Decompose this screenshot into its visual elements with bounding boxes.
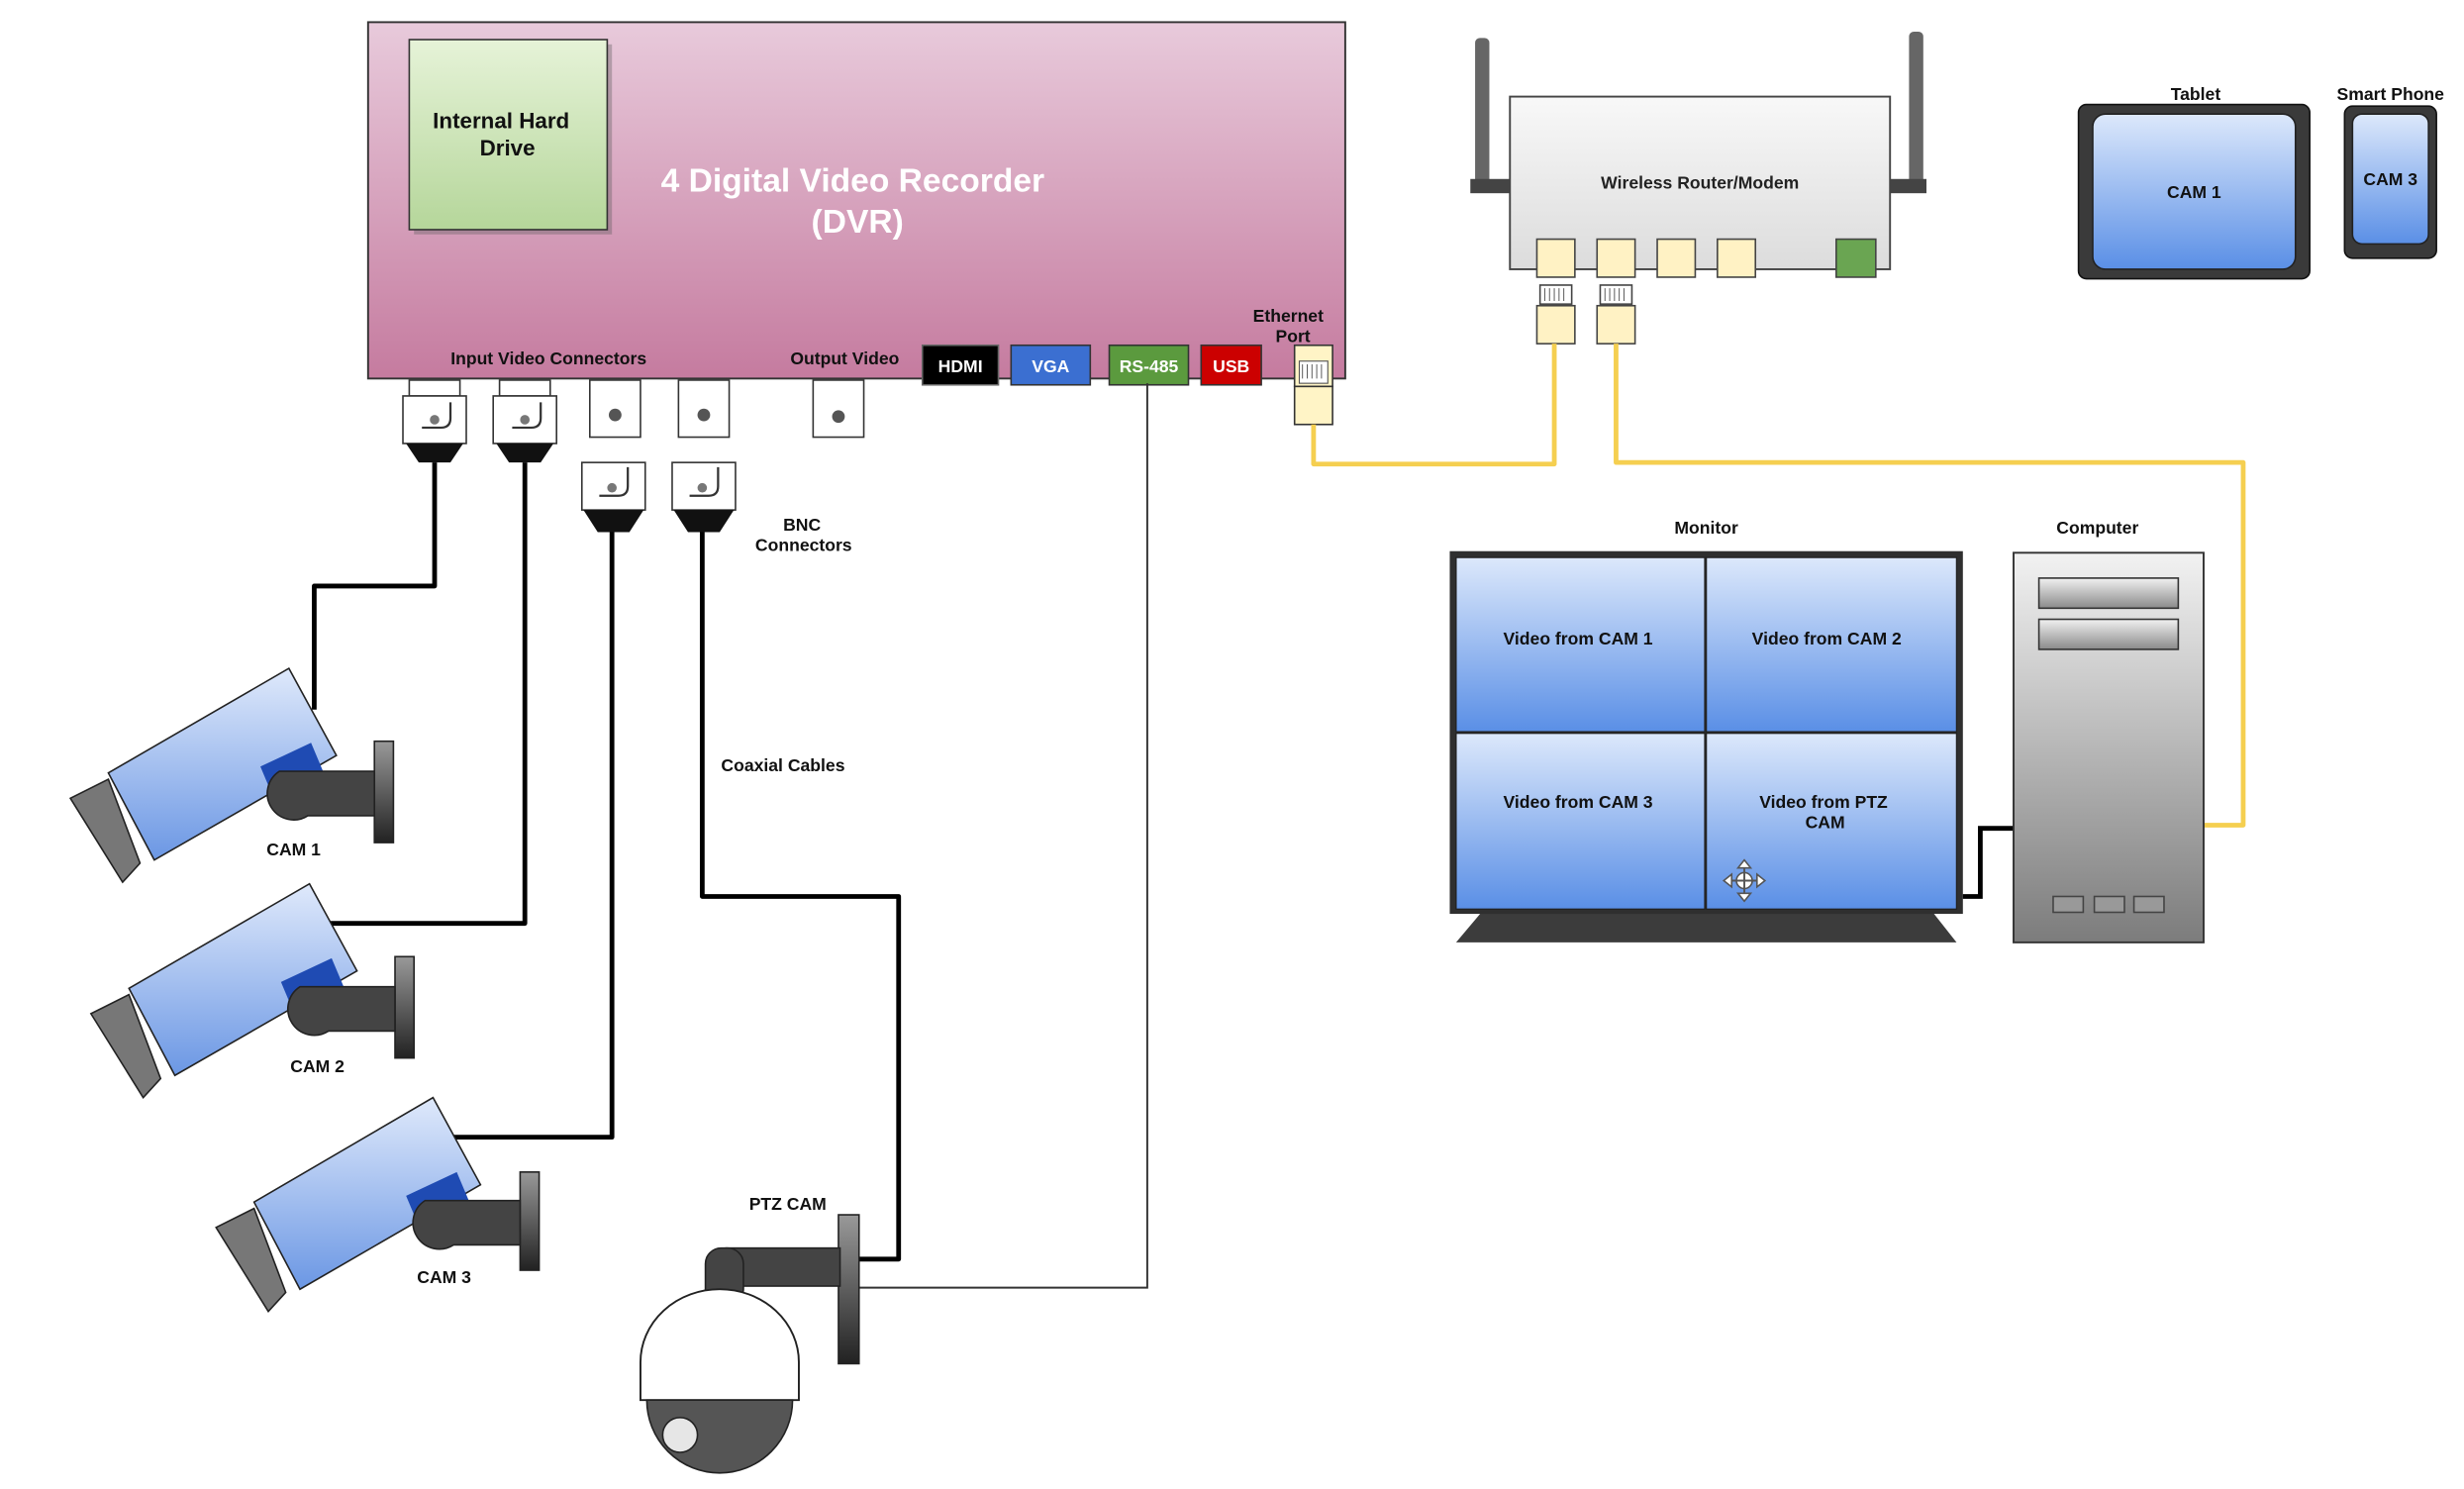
hard-drive-label-2: Drive	[480, 136, 536, 160]
svg-text:HDMI: HDMI	[938, 356, 983, 376]
router-lan-port-3[interactable]	[1656, 238, 1697, 278]
usb-port[interactable]: USB	[1200, 344, 1262, 386]
bnc-plug-3[interactable]	[580, 461, 646, 533]
router-label: Wireless Router/Modem	[1601, 172, 1799, 192]
rs485-port[interactable]: RS-485	[1108, 344, 1190, 386]
bnc-plug-4[interactable]	[671, 461, 737, 533]
wireless-router[interactable]: Wireless Router/Modem	[1470, 31, 1927, 345]
hard-drive-label-1: Internal Hard	[433, 109, 569, 134]
bnc-port-1[interactable]	[402, 379, 467, 463]
dvr-subtitle: (DVR)	[812, 204, 904, 241]
ptz-label: PTZ CAM	[749, 1194, 827, 1214]
ethernet-port[interactable]	[1293, 344, 1333, 426]
monitor-cable	[1962, 826, 2014, 899]
ethernet-label-1: Ethernet	[1253, 306, 1324, 326]
ethernet-cable-dvr	[1311, 344, 1557, 467]
vga-port[interactable]: VGA	[1010, 344, 1092, 386]
ethernet-cable-computer	[1614, 344, 2246, 828]
camera-ptz[interactable]	[640, 1214, 860, 1474]
hdmi-port[interactable]: HDMI	[921, 344, 1000, 386]
computer-tower[interactable]	[2013, 551, 2205, 943]
coax-cable-cam3	[451, 532, 615, 1141]
monitor-pane-ptz-label-1: Video from PTZ	[1759, 792, 1888, 812]
tablet-title: Tablet	[2171, 84, 2221, 104]
router-lan-port-4[interactable]	[1717, 238, 1757, 278]
bnc-port-3[interactable]	[588, 379, 641, 439]
bnc-port-4[interactable]	[677, 379, 731, 439]
router-lan-port-1[interactable]	[1535, 238, 1576, 278]
smartphone-device[interactable]: CAM 3	[2343, 105, 2437, 259]
monitor-pane-cam2[interactable]	[1705, 556, 1958, 733]
coax-cable-cam2	[325, 462, 528, 927]
phone-screen-label: CAM 3	[2363, 169, 2417, 189]
monitor[interactable]: Video from CAM 1 Video from CAM 2 Video …	[1449, 550, 1963, 943]
ethernet-cables	[1311, 344, 2246, 828]
drive-bay-2	[2037, 618, 2180, 650]
monitor-pane-cam1-label: Video from CAM 1	[1504, 629, 1653, 648]
tablet-device[interactable]: CAM 1	[2077, 103, 2311, 280]
bnc-port-2[interactable]	[492, 379, 557, 463]
coax-cable-ptz	[699, 532, 902, 1262]
svg-text:VGA: VGA	[1032, 356, 1069, 376]
monitor-pane-cam1[interactable]	[1455, 556, 1706, 733]
cam3-label: CAM 3	[417, 1267, 471, 1287]
monitor-pane-cam3[interactable]	[1455, 733, 1706, 910]
input-connectors-label: Input Video Connectors	[450, 348, 646, 368]
dvr-title: 4 Digital Video Recorder	[661, 163, 1045, 200]
phone-title: Smart Phone	[2337, 84, 2445, 104]
computer-title: Computer	[2056, 518, 2138, 538]
bnc-label-1: BNC	[783, 515, 821, 535]
coaxial-cables	[312, 462, 902, 1262]
coax-label: Coaxial Cables	[721, 755, 844, 775]
dvr-unit: 4 Digital Video Recorder (DVR) Internal …	[366, 21, 1346, 426]
output-video-port[interactable]	[812, 379, 865, 439]
monitor-title: Monitor	[1674, 518, 1738, 538]
move-cursor-icon	[1722, 858, 1767, 903]
tablet-screen-label: CAM 1	[2167, 182, 2221, 202]
monitor-pane-cam3-label: Video from CAM 3	[1504, 792, 1653, 812]
svg-text:RS-485: RS-485	[1120, 356, 1179, 376]
monitor-pane-ptz-label-2: CAM	[1806, 813, 1845, 833]
cam2-label: CAM 2	[290, 1056, 345, 1076]
camera-cam1[interactable]	[68, 667, 395, 884]
output-video-label: Output Video	[790, 348, 899, 368]
camera-cam2[interactable]	[89, 882, 416, 1099]
drive-bay-1	[2037, 577, 2180, 610]
camera-cam3[interactable]	[215, 1096, 541, 1313]
coax-cable-cam1	[312, 462, 438, 710]
cam1-label: CAM 1	[266, 840, 321, 859]
svg-text:USB: USB	[1213, 356, 1249, 376]
bnc-label-2: Connectors	[755, 536, 852, 555]
monitor-pane-cam2-label: Video from CAM 2	[1752, 629, 1902, 648]
rs485-cable	[858, 383, 1148, 1289]
router-wan-port[interactable]	[1835, 238, 1877, 278]
ethernet-label-2: Port	[1276, 327, 1311, 347]
router-lan-port-2[interactable]	[1596, 238, 1636, 278]
hard-drive: Internal Hard Drive	[408, 39, 613, 235]
